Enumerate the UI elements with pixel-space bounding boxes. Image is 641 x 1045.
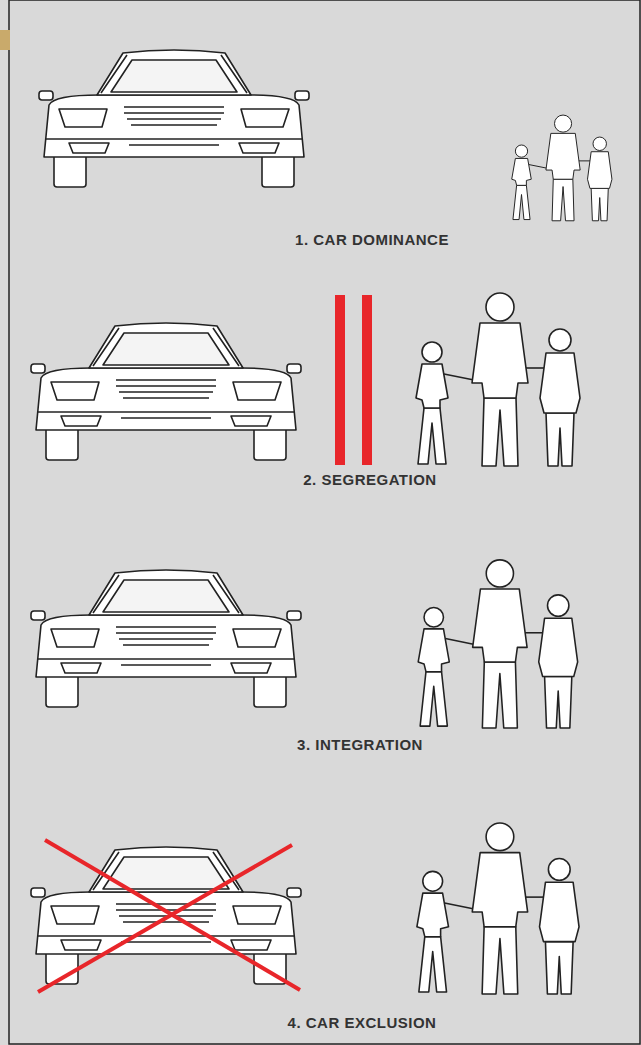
family-drawing [417, 823, 579, 994]
corner-tab [0, 30, 10, 50]
car-drawing [39, 50, 309, 187]
panel-caption: 3. INTEGRATION [210, 736, 510, 754]
barrier-bar [362, 295, 372, 465]
family-drawing [416, 293, 580, 466]
family-drawing [418, 560, 577, 728]
car-drawing [31, 323, 301, 460]
car-drawing [31, 570, 301, 707]
frame [9, 0, 640, 1044]
family-drawing [512, 115, 612, 221]
panel-caption: 4. CAR EXCLUSION [212, 1014, 512, 1032]
cross-line [38, 845, 292, 992]
panel-caption: 2. SEGREGATION [220, 471, 520, 489]
car-drawing [31, 847, 301, 984]
barrier-bar [335, 295, 345, 465]
panel-caption: 1. CAR DOMINANCE [222, 231, 522, 249]
